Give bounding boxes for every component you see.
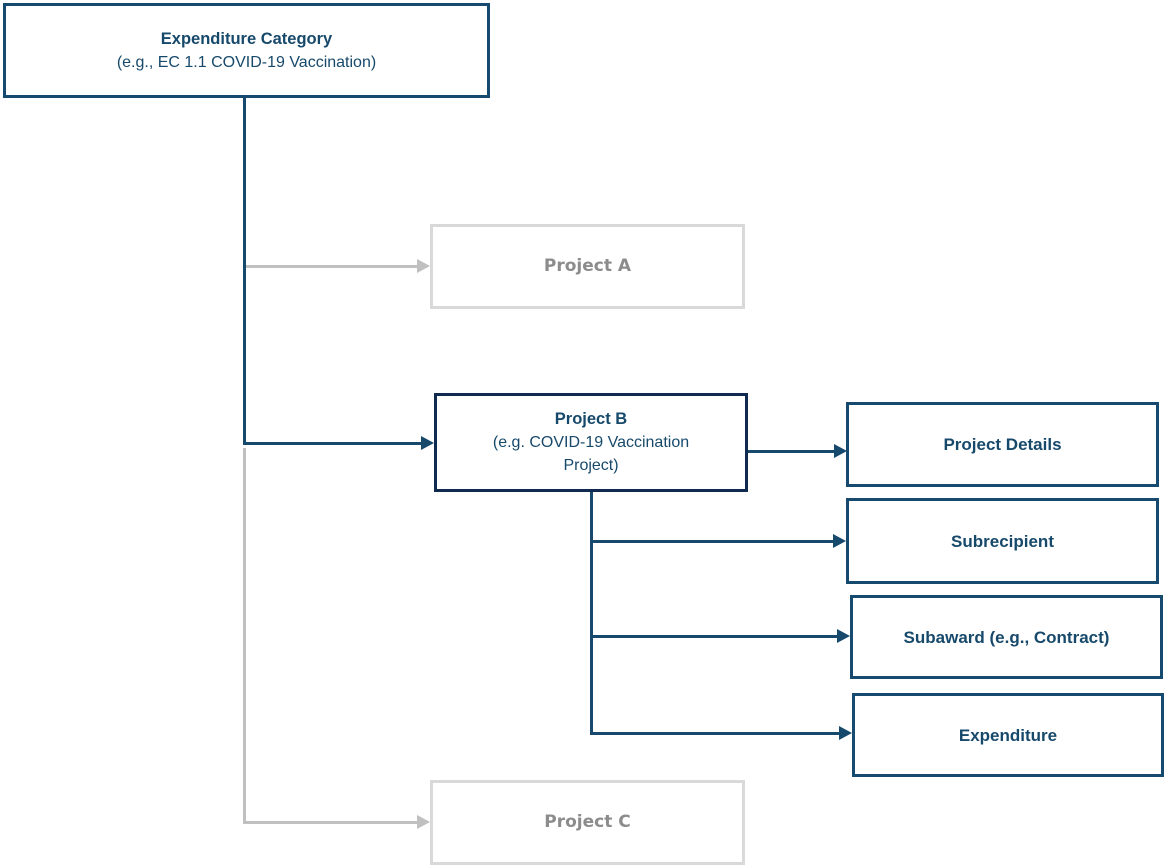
expenditure-title: Expenditure (958, 725, 1058, 745)
arrowhead-to-subrecipient-icon (833, 534, 846, 548)
connector-ec-trunk-vertical (243, 98, 246, 445)
expenditure-category-subtitle: (e.g., EC 1.1 COVID-19 Vaccination) (116, 53, 377, 71)
arrowhead-to-project-c-icon (417, 815, 430, 829)
arrowhead-to-project-b-icon (421, 436, 434, 450)
arrowhead-to-project-details-icon (834, 444, 847, 458)
expenditure-category-title: Expenditure Category (160, 29, 333, 48)
project-b-title: Project B (554, 410, 628, 428)
arrowhead-to-subaward-icon (837, 629, 850, 643)
arrowhead-to-expenditure-icon (839, 726, 852, 740)
connector-b-to-expenditure (590, 732, 839, 735)
project-details-title: Project Details (943, 435, 1062, 454)
expenditure-box: Expenditure (852, 693, 1164, 777)
connector-b-trunk-vertical (590, 490, 593, 735)
subrecipient-title: Subrecipient (951, 531, 1054, 551)
project-c-box: Project C (430, 780, 745, 865)
connector-ec-to-project-b (243, 442, 421, 445)
project-a-title: Project A (543, 256, 632, 276)
project-b-subtitle: (e.g. COVID-19 Vaccination Project) (492, 434, 690, 474)
subaward-box: Subaward (e.g., Contract) (850, 595, 1163, 679)
project-a-box: Project A (430, 224, 745, 309)
project-details-box: Project Details (846, 402, 1159, 487)
connector-gray-trunk-vertical (243, 448, 246, 824)
project-b-box: Project B (e.g. COVID-19 Vaccination Pro… (434, 393, 748, 492)
subrecipient-box: Subrecipient (846, 498, 1159, 584)
connector-ec-to-project-c (243, 821, 417, 824)
connector-ec-to-project-a (246, 265, 417, 268)
expenditure-category-box: Expenditure Category (e.g., EC 1.1 COVID… (3, 3, 490, 98)
subaward-title: Subaward (e.g., Contract) (903, 627, 1110, 647)
connector-b-to-project-details (747, 450, 834, 453)
connector-b-to-subrecipient (590, 540, 833, 543)
arrowhead-to-project-a-icon (417, 259, 430, 273)
connector-b-to-subaward (590, 635, 837, 638)
project-c-title: Project C (544, 812, 631, 832)
